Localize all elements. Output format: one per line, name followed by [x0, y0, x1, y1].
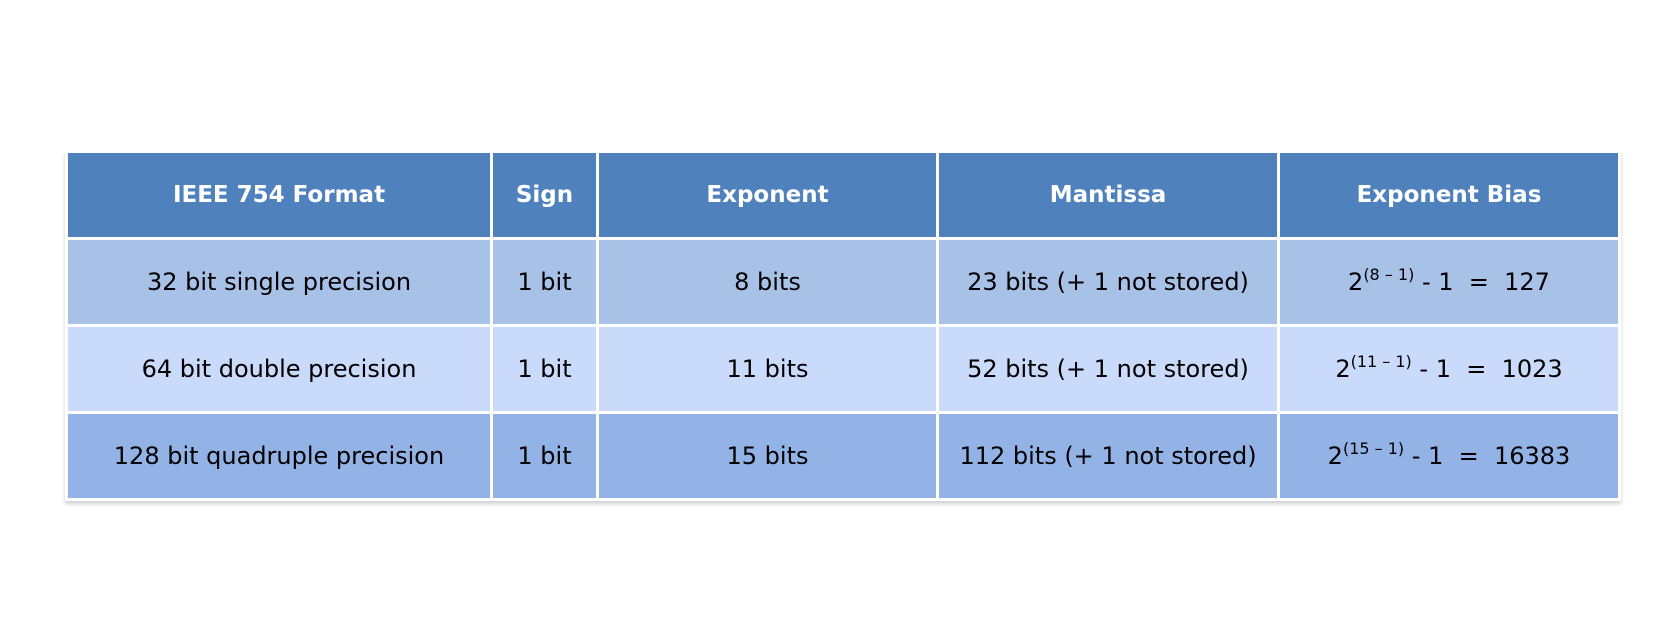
sign-cell: 1 bit: [490, 237, 599, 327]
sign-cell: 1 bit: [490, 411, 599, 501]
table-row: 32 bit single precision 1 bit 8 bits 23 …: [65, 237, 1621, 327]
exponent-cell: 15 bits: [596, 411, 939, 501]
format-cell: 64 bit double precision: [65, 324, 493, 414]
bias-power: (11 – 1): [1350, 352, 1412, 371]
header-sign: Sign: [490, 150, 599, 240]
table-row: 64 bit double precision 1 bit 11 bits 52…: [65, 324, 1621, 414]
table-row: 128 bit quadruple precision 1 bit 15 bit…: [65, 411, 1621, 501]
exponent-cell: 8 bits: [596, 237, 939, 327]
format-cell: 128 bit quadruple precision: [65, 411, 493, 501]
bias-result: - 1 = 16383: [1404, 442, 1571, 470]
header-mantissa: Mantissa: [936, 150, 1280, 240]
bias-power: (15 – 1): [1342, 439, 1405, 458]
exponent-bias-cell: 2(11 – 1) - 1 = 1023: [1277, 324, 1621, 414]
header-exponent: Exponent: [596, 150, 939, 240]
exponent-bias-cell: 2(15 – 1) - 1 = 16383: [1277, 411, 1621, 501]
bias-base: 2: [1335, 355, 1351, 383]
bias-result: - 1 = 1023: [1411, 355, 1563, 383]
exponent-cell: 11 bits: [596, 324, 939, 414]
mantissa-cell: 23 bits (+ 1 not stored): [936, 237, 1280, 327]
header-exponent-bias: Exponent Bias: [1277, 150, 1621, 240]
mantissa-cell: 112 bits (+ 1 not stored): [936, 411, 1280, 501]
table-header-row: IEEE 754 Format Sign Exponent Mantissa E…: [65, 150, 1621, 240]
format-cell: 32 bit single precision: [65, 237, 493, 327]
bias-result: - 1 = 127: [1414, 268, 1550, 296]
exponent-bias-cell: 2(8 – 1) - 1 = 127: [1277, 237, 1621, 327]
header-format: IEEE 754 Format: [65, 150, 493, 240]
ieee-754-format-table: IEEE 754 Format Sign Exponent Mantissa E…: [65, 150, 1621, 501]
mantissa-cell: 52 bits (+ 1 not stored): [936, 324, 1280, 414]
bias-base: 2: [1327, 442, 1343, 470]
bias-power: (8 – 1): [1363, 265, 1415, 284]
sign-cell: 1 bit: [490, 324, 599, 414]
bias-base: 2: [1348, 268, 1364, 296]
